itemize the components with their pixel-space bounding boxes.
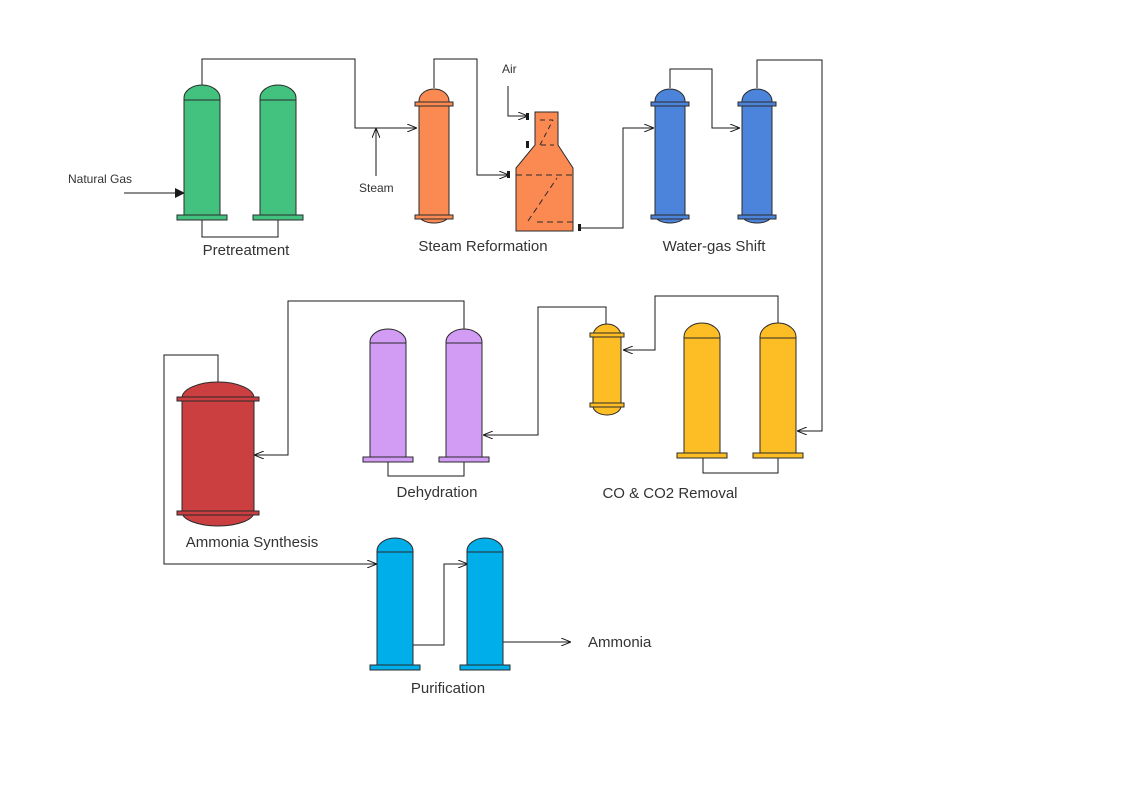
dehydration-to-synthesis-line: [255, 300, 465, 455]
dehydration-column-1: [362, 328, 414, 463]
air-label: Air: [502, 62, 517, 76]
ammonia-synthesis-label: Ammonia Synthesis: [186, 534, 319, 551]
pretreatment-unit: Pretreatment: [176, 84, 304, 259]
co-removal-link-line: [702, 457, 779, 474]
reformer-column: [414, 88, 454, 224]
pipelines: [124, 58, 823, 646]
water-gas-shift-unit: Water-gas Shift: [650, 88, 777, 255]
dehydration-unit: Dehydration: [362, 328, 490, 501]
ammonia-product-label: Ammonia: [588, 634, 652, 651]
purification-column-1: [369, 537, 421, 671]
pretreatment-column-1: [176, 84, 228, 221]
purification-label: Purification: [411, 680, 485, 697]
pretreatment-label: Pretreatment: [203, 242, 291, 259]
dehydration-label: Dehydration: [397, 484, 478, 501]
shift-to-co-removal-line: [756, 59, 823, 431]
shift-column-1: [650, 88, 690, 224]
reformer-to-furnace-line: [433, 58, 508, 175]
purification-unit: Purification: [369, 537, 511, 697]
co-co2-removal-label: CO & CO2 Removal: [602, 485, 737, 502]
natural-gas-label: Natural Gas: [68, 172, 132, 186]
steam-reformation-label: Steam Reformation: [418, 238, 547, 255]
separator-drum: [589, 323, 625, 416]
reformer-furnace: [507, 111, 581, 232]
dehydration-column-2: [438, 328, 490, 463]
co-co2-removal-unit: CO & CO2 Removal: [589, 322, 804, 502]
water-gas-shift-label: Water-gas Shift: [663, 238, 767, 255]
shift-link-line: [669, 68, 739, 128]
ammonia-synthesis-unit: Ammonia Synthesis: [176, 381, 319, 551]
steam-reformation-unit: Steam Reformation: [414, 88, 581, 255]
co-removal-column-1: [676, 322, 728, 459]
purification-column-2: [459, 537, 511, 671]
shift-column-2: [737, 88, 777, 224]
steam-label: Steam: [359, 181, 394, 195]
air-feed-line: [507, 86, 527, 116]
co-removal-to-separator-line: [624, 295, 779, 350]
dehydration-link-line: [387, 459, 465, 477]
pretreatment-column-2: [252, 84, 304, 221]
pretreatment-link-line: [201, 220, 279, 238]
separator-to-dehydration-line: [484, 306, 607, 435]
synthesis-to-purification-line: [163, 354, 376, 564]
furnace-to-shift-line: [580, 128, 653, 229]
synthesis-reactor: [176, 381, 260, 527]
purification-link-line: [413, 564, 467, 646]
co-removal-column-2: [752, 322, 804, 459]
pretreatment-to-reformer-line: [201, 58, 416, 128]
